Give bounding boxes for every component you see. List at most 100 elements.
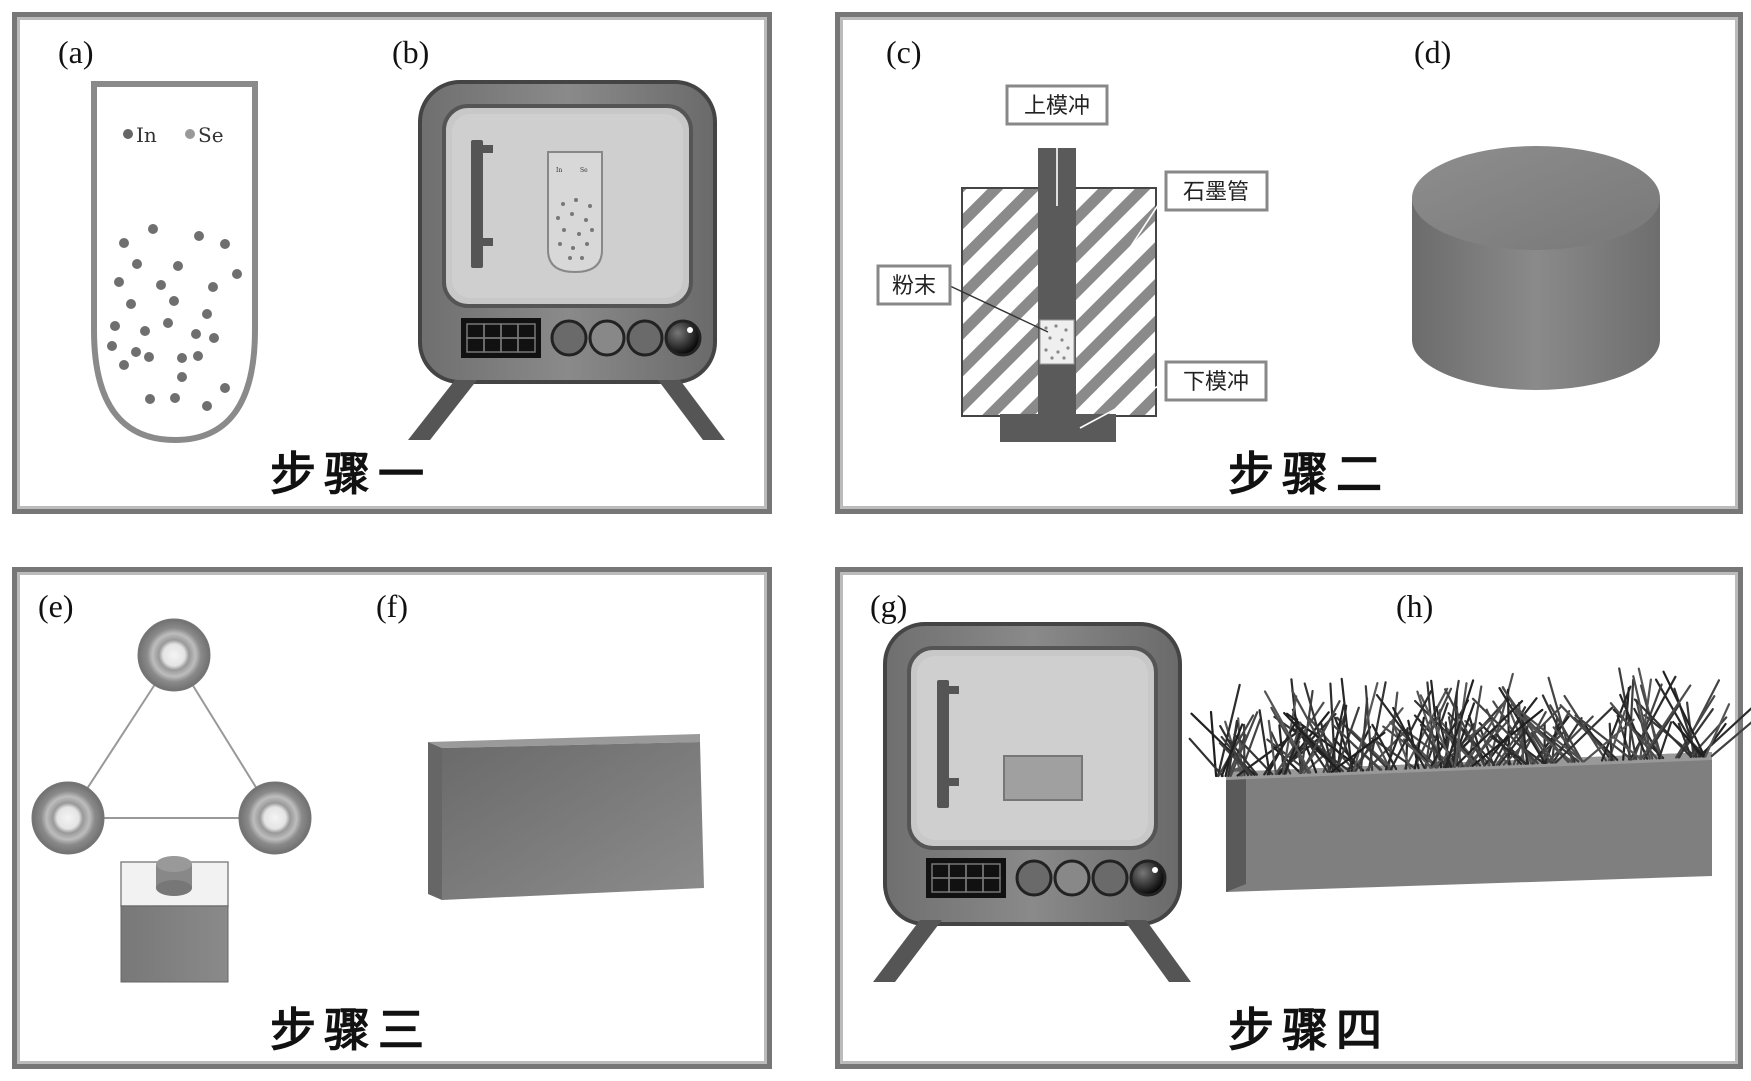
nanowire (1444, 679, 1475, 769)
powder-dots-c (1044, 324, 1070, 360)
nanowire (1583, 718, 1635, 763)
nanowire (1372, 735, 1392, 771)
nanowire (1619, 693, 1649, 760)
mini-tube-b: In Se (547, 151, 603, 274)
nanowire (1513, 710, 1573, 763)
nanowire (1662, 670, 1706, 758)
legend-in-label: In (136, 123, 157, 147)
nanowire (1495, 720, 1528, 767)
nanowire (1632, 675, 1654, 760)
nanowire (1453, 691, 1458, 768)
target-left (31, 781, 105, 855)
step-title-2: 步骤二 (1228, 447, 1390, 501)
nanowire (1685, 701, 1695, 758)
nanowire (1267, 719, 1278, 776)
nanowire (1220, 723, 1244, 778)
nanowire (1600, 685, 1632, 762)
nanowire (1274, 701, 1325, 776)
nanowire (1442, 729, 1478, 767)
nanowire (1384, 729, 1402, 771)
nanowire (1217, 714, 1255, 778)
label-b: (b) (392, 34, 430, 70)
mini-plate-g (1003, 755, 1083, 801)
nanowire (1300, 700, 1341, 775)
graphite-die (949, 124, 1169, 442)
nanowire (1510, 703, 1585, 763)
nanowire (1329, 682, 1337, 773)
test-tube (91, 81, 258, 444)
nanowire (1490, 735, 1527, 765)
nanowire (1331, 723, 1382, 771)
nanowire (1375, 693, 1432, 769)
legend-se-label: Se (198, 123, 224, 147)
nanowire (1632, 683, 1663, 761)
die-callouts: 上模冲 石墨管 粉末 下模冲 (876, 84, 1269, 402)
label-a: (a) (58, 34, 94, 70)
nanowire (1229, 711, 1259, 777)
target-right (238, 781, 312, 855)
callout-graphite-tube: 石墨管 (1183, 180, 1249, 205)
nanowire-grass (1188, 667, 1751, 778)
nanowire (1336, 704, 1348, 773)
nanowire (1371, 723, 1398, 771)
step-title-1: 步骤一 (270, 447, 432, 501)
label-g: (g) (870, 588, 908, 624)
callout-upper-punch: 上模冲 (1024, 94, 1090, 119)
nanowire (1413, 699, 1482, 767)
label-d: (d) (1414, 34, 1452, 70)
nanowire (1283, 711, 1341, 773)
nanowire (1622, 686, 1630, 761)
nanowire-bar (1188, 667, 1751, 892)
mini-legend-in: In (556, 167, 562, 174)
step-title-3: 步骤三 (270, 1003, 432, 1057)
nanowire (1258, 709, 1271, 776)
nanowire (1453, 682, 1468, 768)
furnace-b: In Se (408, 80, 725, 440)
target-top (137, 618, 211, 692)
nanowire (1530, 731, 1552, 764)
nanowire (1549, 704, 1584, 763)
nanowire (1402, 738, 1433, 769)
nanowire (1340, 677, 1354, 772)
furnace-g (873, 622, 1191, 982)
nanowire (1419, 723, 1447, 769)
nanowire (1471, 697, 1539, 765)
nanowire (1392, 706, 1426, 769)
film-plate (428, 734, 704, 900)
nanowire (1547, 676, 1574, 763)
mini-legend-se: Se (580, 167, 588, 174)
nanowire (1263, 690, 1312, 774)
nanowire (1296, 725, 1344, 773)
nanowire (1443, 688, 1486, 767)
callout-powder: 粉末 (892, 274, 936, 299)
nanowire (1273, 715, 1351, 773)
nanowire (1463, 699, 1507, 768)
label-f: (f) (376, 588, 408, 624)
nanowire (1403, 687, 1449, 770)
callout-lower-punch: 下模冲 (1183, 370, 1249, 395)
sintered-cylinder (1412, 146, 1660, 390)
nanowire (1419, 694, 1456, 768)
nanowire (1710, 721, 1751, 758)
nanowire (1209, 710, 1218, 778)
tube-legend: In Se (123, 123, 224, 147)
nanowire (1391, 720, 1412, 770)
label-e: (e) (38, 588, 74, 624)
nanowire (1263, 733, 1292, 776)
nanowire (1216, 683, 1241, 778)
nanowire (1610, 734, 1642, 761)
nanowire (1471, 708, 1544, 767)
nanowire (1704, 703, 1731, 758)
sputtering-setup (31, 618, 312, 983)
nanowire (1672, 720, 1705, 758)
label-c: (c) (886, 34, 922, 70)
nanowire (1188, 737, 1224, 778)
nanowire (1220, 735, 1253, 777)
step-title-4: 步骤四 (1228, 1003, 1390, 1057)
label-h: (h) (1396, 588, 1434, 624)
nanowire (1520, 712, 1529, 765)
nanowire (1574, 714, 1633, 761)
nanowire (1531, 731, 1565, 765)
nanowire (1554, 706, 1614, 764)
